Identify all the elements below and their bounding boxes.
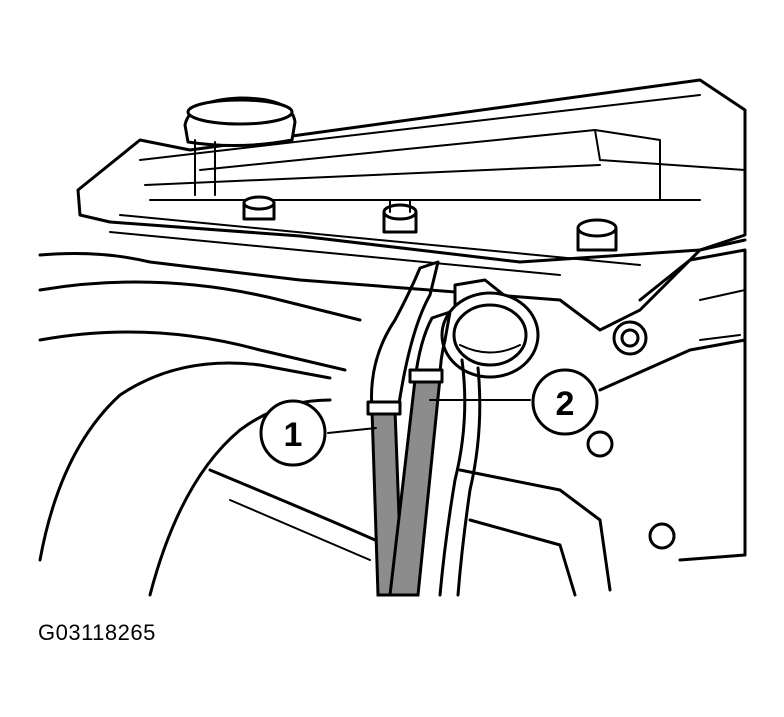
mounting-bolts	[242, 195, 676, 550]
callout-1-label: 1	[284, 416, 303, 454]
callout-1-leader	[327, 427, 377, 434]
engine-cover	[76, 78, 747, 276]
hoses	[366, 260, 482, 597]
oil-filler-cap	[183, 96, 297, 196]
vacuum-valve	[440, 278, 540, 379]
callout-2-circle	[531, 368, 599, 436]
bolt-4	[612, 320, 648, 356]
callout-2-label: 2	[556, 385, 575, 423]
bolt-5	[648, 522, 676, 550]
callout-1-circle	[259, 399, 327, 467]
callout-1: 1	[259, 399, 377, 467]
bolt-6	[586, 430, 614, 458]
engine-block	[38, 238, 747, 597]
callout-2: 2	[429, 368, 599, 436]
bolt-1	[242, 195, 276, 221]
bolt-2	[382, 199, 418, 234]
bolt-3	[576, 218, 618, 252]
figure-id: G03118265	[38, 620, 156, 645]
